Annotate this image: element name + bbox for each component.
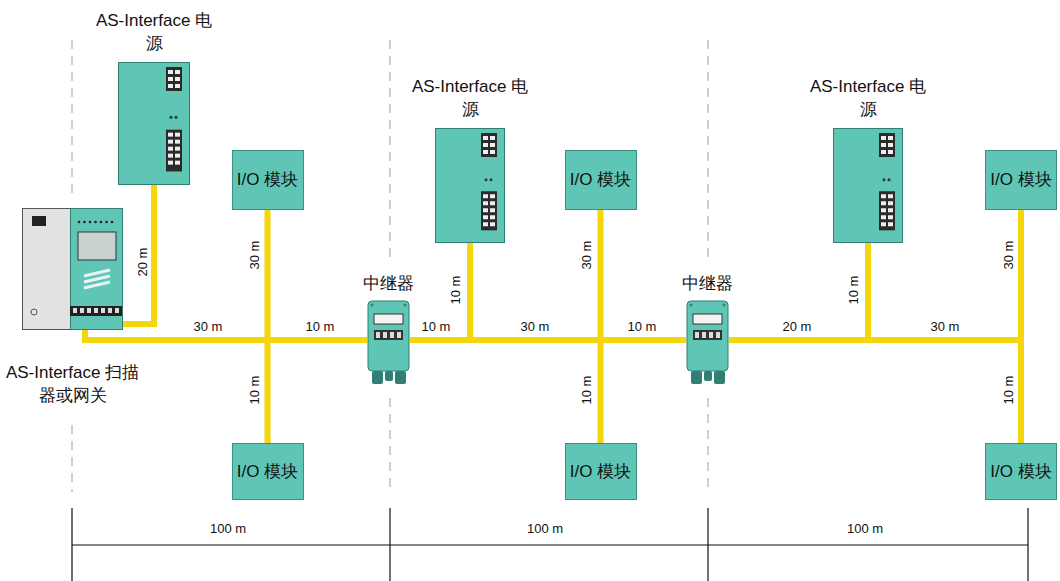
- divider-line: [71, 425, 72, 492]
- io-module-box: I/O 模块: [565, 150, 637, 210]
- repeater: 中继器: [367, 300, 410, 385]
- power-supply: AS-Interface 电源: [833, 128, 903, 243]
- repeater-label: 中继器: [363, 273, 414, 296]
- device-art: [118, 62, 190, 185]
- module-label: I/O 模块: [570, 462, 631, 482]
- cable-length: 10 m: [306, 320, 335, 333]
- dimension-label: 100 m: [210, 522, 246, 535]
- bus-cable: [410, 337, 686, 343]
- io-module-box: I/O 模块: [232, 150, 304, 210]
- cable-length: 10 m: [628, 320, 657, 333]
- bus-cable: [729, 340, 1021, 443]
- module-label: I/O 模块: [237, 462, 298, 482]
- dimension-line: [72, 544, 1028, 545]
- module-label: I/O 模块: [570, 170, 631, 190]
- bus-cable: [729, 243, 868, 340]
- io-module-box: I/O 模块: [985, 443, 1057, 500]
- dimension-label: 100 m: [527, 522, 563, 535]
- module-label: I/O 模块: [990, 462, 1051, 482]
- device-art: [833, 128, 903, 243]
- dimension-label: 100 m: [847, 522, 883, 535]
- bus-cable: [123, 185, 154, 324]
- cable-length: 10 m: [847, 276, 860, 305]
- cable-length: 10 m: [580, 376, 593, 405]
- module-label: I/O 模块: [237, 170, 298, 190]
- cable-length: 20 m: [783, 320, 812, 333]
- dimension-tick: [389, 508, 390, 581]
- cable-length: 30 m: [1002, 241, 1015, 270]
- cable-length: 10 m: [248, 376, 261, 405]
- gateway-label: AS-Interface 扫描器或网关: [0, 362, 148, 408]
- divider-line: [389, 40, 390, 262]
- device-art: [367, 300, 410, 385]
- bus-cable: [410, 340, 601, 443]
- power-supply: AS-Interface 电源: [118, 62, 190, 185]
- io-module-box: I/O 模块: [985, 150, 1057, 210]
- divider-line: [707, 398, 708, 492]
- cable-length: 30 m: [931, 320, 960, 333]
- io-module-box: I/O 模块: [232, 443, 304, 500]
- cable-length: 30 m: [194, 320, 223, 333]
- repeater-label: 中继器: [682, 273, 733, 296]
- power-supply: AS-Interface 电源: [435, 128, 505, 243]
- cable-length: 30 m: [248, 241, 261, 270]
- repeater: 中继器: [686, 300, 729, 385]
- cable-length: 10 m: [422, 320, 451, 333]
- dimension-lines: [72, 508, 1028, 581]
- scanner-gateway: AS-Interface 扫描器或网关: [22, 208, 123, 330]
- power-label: AS-Interface 电源: [89, 10, 219, 56]
- cable-length: 10 m: [1002, 376, 1015, 405]
- divider-line: [71, 40, 72, 200]
- divider-line: [707, 40, 708, 262]
- power-label: AS-Interface 电源: [405, 76, 535, 122]
- bus-cable: [85, 330, 268, 443]
- cable-length: 10 m: [449, 276, 462, 305]
- dimension-tick: [71, 508, 72, 581]
- dimension-tick: [707, 508, 708, 581]
- cable-length: 30 m: [521, 320, 550, 333]
- cable-length: 20 m: [136, 248, 149, 277]
- divider-line: [389, 398, 390, 492]
- cable-length: 30 m: [580, 241, 593, 270]
- device-art: [22, 208, 123, 330]
- power-label: AS-Interface 电源: [803, 76, 933, 122]
- device-art: [686, 300, 729, 385]
- module-label: I/O 模块: [990, 170, 1051, 190]
- bus-cable: [410, 243, 470, 340]
- device-art: [435, 128, 505, 243]
- io-module-box: I/O 模块: [565, 443, 637, 500]
- section-dividers: [72, 40, 708, 492]
- dimension-tick: [1027, 508, 1028, 581]
